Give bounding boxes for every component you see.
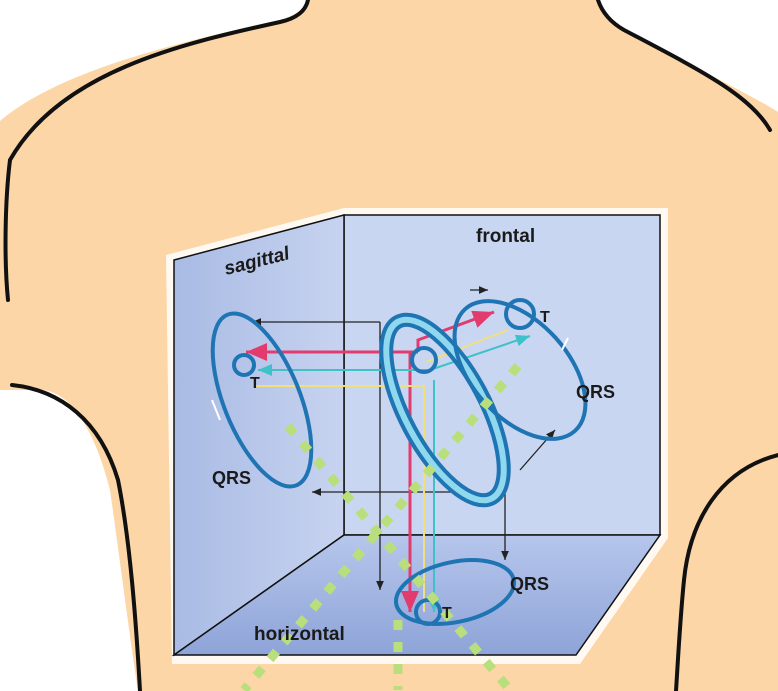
qrs-sagittal-label: QRS — [212, 468, 251, 488]
frontal-label: frontal — [476, 226, 535, 247]
t-frontal-label: T — [540, 309, 550, 326]
t-horizontal-label: T — [442, 605, 452, 622]
qrs-horizontal-label: QRS — [510, 574, 549, 594]
horizontal-label: horizontal — [254, 624, 345, 645]
qrs-frontal-label: QRS — [576, 382, 615, 402]
t-sagittal-label: T — [250, 375, 260, 392]
